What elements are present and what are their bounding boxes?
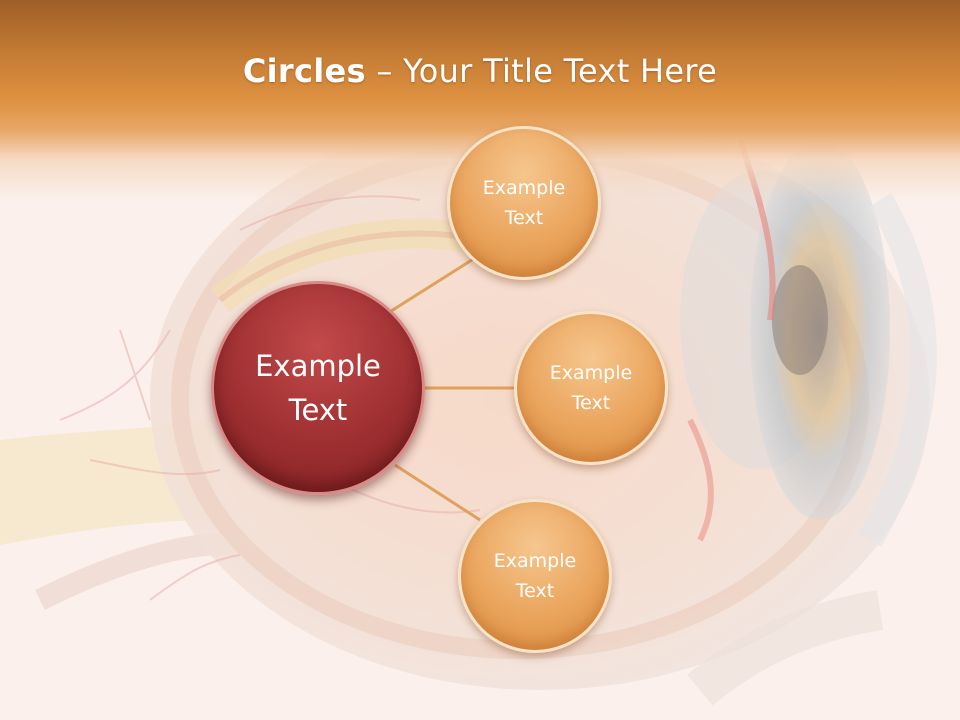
satellite-circle-bottom[interactable]: Example Text bbox=[458, 499, 612, 653]
title-rest-part: – Your Title Text Here bbox=[365, 52, 718, 90]
satellite-circle-top-label: Example Text bbox=[482, 177, 566, 229]
connector-line-top bbox=[387, 256, 476, 315]
satellite-circle-middle-label: Example Text bbox=[549, 362, 633, 414]
title-bold-part: Circles bbox=[242, 52, 366, 90]
satellite-circle-middle[interactable]: Example Text bbox=[514, 311, 668, 465]
satellite-circle-bottom-label: Example Text bbox=[493, 550, 577, 602]
satellite-circle-top[interactable]: Example Text bbox=[447, 126, 601, 280]
center-circle[interactable]: Example Text bbox=[211, 281, 425, 495]
slide-title: Circles – Your Title Text Here bbox=[0, 52, 960, 90]
center-circle-label: Example Text bbox=[255, 349, 381, 427]
connector-line-bottom bbox=[394, 463, 481, 522]
